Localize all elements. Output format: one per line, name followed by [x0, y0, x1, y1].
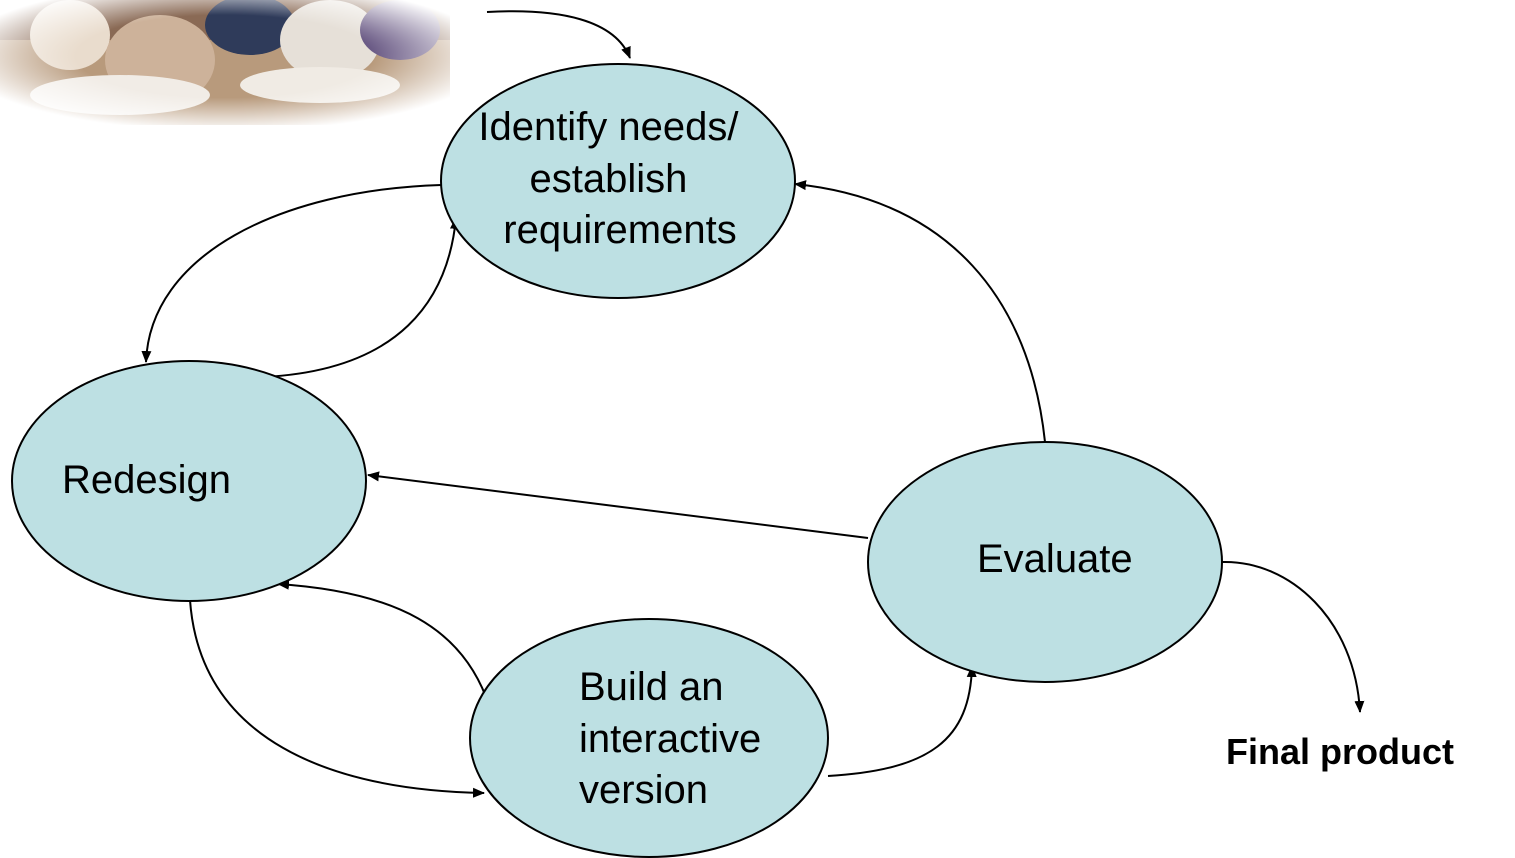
arrow-evaluate-to-final — [1221, 560, 1365, 713]
arrow-redesign-to-identify — [263, 217, 460, 378]
node-redesign: Redesign — [11, 360, 367, 602]
node-build: Build an interactive version — [469, 618, 829, 858]
node-shape — [867, 441, 1223, 683]
node-build-label: Build an interactive version — [579, 665, 772, 812]
node-evaluate: Evaluate — [867, 441, 1223, 683]
arrow-redesign-to-build — [189, 599, 485, 798]
final-product-label: Final product — [1226, 731, 1454, 772]
arrow-photo-to-identify — [486, 10, 631, 59]
node-shape — [440, 63, 796, 299]
arrow-build-to-evaluate — [827, 665, 977, 777]
node-evaluate-label: Evaluate — [977, 537, 1133, 581]
arrow-evaluate-to-redesign — [367, 471, 869, 539]
node-identify-label: Identify needs/ establish requirements — [478, 105, 749, 252]
arrow-build-to-redesign — [277, 579, 487, 698]
node-shape — [11, 360, 367, 602]
meeting-photo-icon — [0, 0, 450, 125]
node-redesign-label: Redesign — [62, 458, 231, 502]
node-identify-needs: Identify needs/ establish requirements — [440, 63, 796, 299]
arrow-identify-to-redesign — [141, 184, 442, 363]
node-shape — [469, 618, 829, 858]
arrow-evaluate-to-identify — [794, 180, 1046, 443]
